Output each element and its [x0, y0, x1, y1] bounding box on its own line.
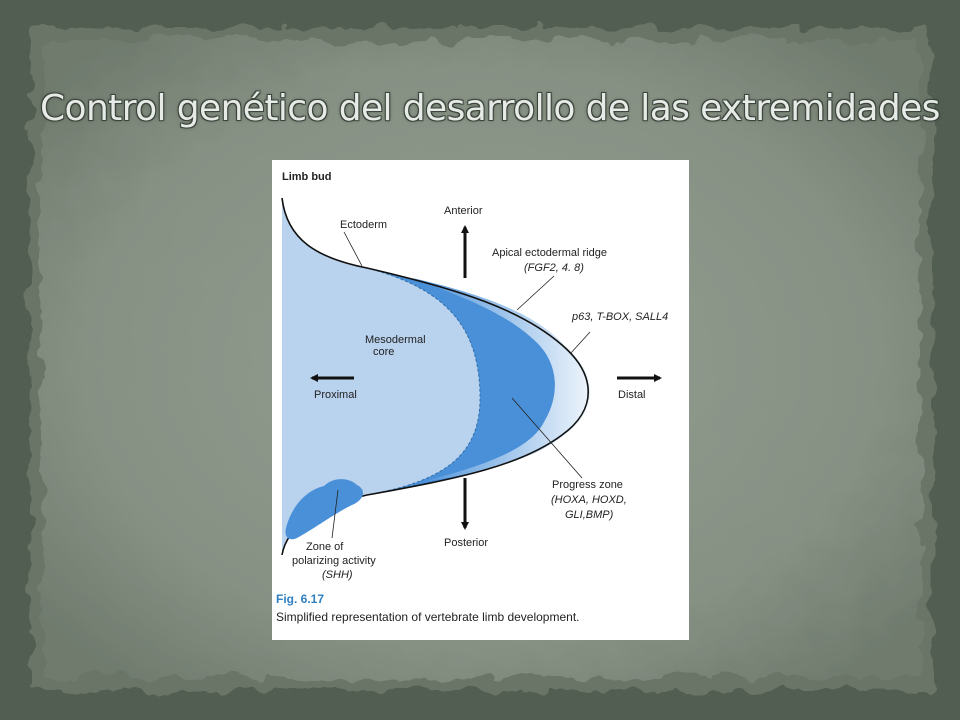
label-zpa-1: Zone of [306, 541, 344, 553]
figure-number: Fig. 6.17 [276, 592, 325, 606]
slide-title: Control genético del desarrollo de las e… [40, 88, 940, 129]
mesoderm-boundary [366, 267, 481, 496]
label-anterior: Anterior [444, 205, 483, 217]
label-progress-name: Progress zone [552, 479, 623, 491]
figure-caption: Simplified representation of vertebrate … [276, 610, 580, 624]
ectoderm-outline [281, 197, 590, 556]
limb-bud-figure: Limb bud Ectoderm Anterior Apical ectode… [272, 160, 689, 640]
label-genes-distal: p63, T-BOX, SALL4 [571, 311, 668, 323]
mesoderm-region [282, 198, 589, 555]
genes-distal-pointer [569, 331, 591, 355]
limb-bud-diagram: Limb bud Ectoderm Anterior Apical ectode… [281, 171, 668, 581]
label-aer-name: Apical ectodermal ridge [492, 247, 607, 259]
aer-pointer [516, 275, 555, 311]
label-aer-genes: (FGF2, 4. 8) [524, 262, 584, 274]
label-progress-genes-1: (HOXA, HOXD, [551, 494, 627, 506]
zpa-pointer [331, 489, 339, 539]
panel-title: Limb bud [282, 171, 332, 183]
label-posterior: Posterior [444, 537, 488, 549]
ectoderm-pointer [343, 231, 363, 267]
progress-pointer [511, 397, 583, 479]
label-proximal: Proximal [314, 389, 357, 401]
label-mesoderm-1: Mesodermal [365, 334, 426, 346]
zpa-region [285, 479, 364, 540]
label-zpa-3: (SHH) [322, 569, 353, 581]
aer-region [412, 278, 591, 482]
label-distal: Distal [618, 389, 646, 401]
label-zpa-2: polarizing activity [292, 555, 376, 567]
label-ectoderm: Ectoderm [340, 219, 387, 231]
label-progress-genes-2: GLI,BMP) [565, 509, 614, 521]
label-mesoderm-2: core [373, 346, 394, 358]
